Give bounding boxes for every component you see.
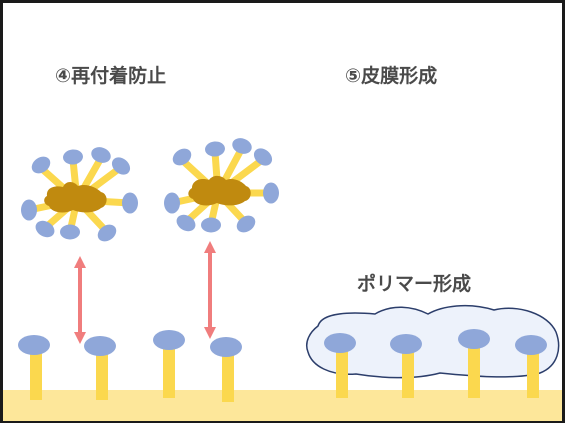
- polymer-label: ポリマー形成: [357, 272, 471, 295]
- surfactant-molecule: [458, 329, 490, 398]
- dirt-particle: [44, 182, 107, 213]
- surfactant-molecule: [18, 335, 50, 400]
- micelle-heads: [21, 147, 138, 242]
- micelle-heads: [164, 138, 279, 233]
- surfactant-molecule: [390, 334, 422, 398]
- polymer-film: [306, 304, 560, 379]
- dirt-particle: [188, 175, 251, 206]
- step4-title: ④再付着防止: [55, 64, 166, 87]
- dirt-micelle: [164, 138, 279, 233]
- surfactant-molecule: [84, 336, 116, 400]
- surfactant-molecule: [515, 335, 547, 398]
- dirt-micelle: [21, 147, 138, 242]
- step5-title: ⑤皮膜形成: [345, 64, 437, 87]
- surfactant-molecule: [210, 337, 242, 402]
- surfactant-molecule: [153, 330, 185, 398]
- surfactant-molecule: [324, 333, 356, 398]
